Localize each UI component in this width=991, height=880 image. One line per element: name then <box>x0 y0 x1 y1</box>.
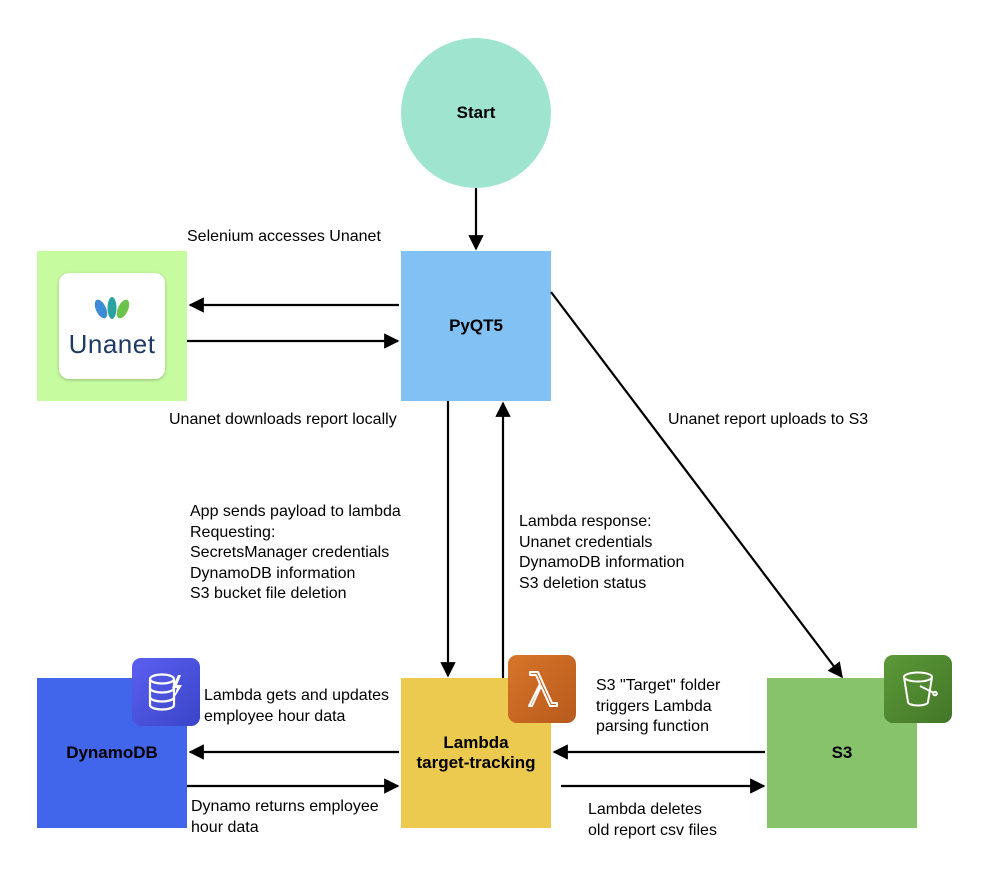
label-selenium: Selenium accesses Unanet <box>187 228 381 245</box>
s3-bucket-icon <box>884 655 952 723</box>
label-s3-trigger-line: parsing function <box>596 718 709 735</box>
label-uploads: Unanet report uploads to S3 <box>668 411 869 428</box>
lambda-label-line2: target-tracking <box>416 753 536 772</box>
label-response-line: S3 deletion status <box>519 574 647 592</box>
label-response-line: Unanet credentials <box>519 533 653 551</box>
label-payload: App sends payload to lambda Requesting: … <box>190 502 401 605</box>
dynamodb-label: DynamoDB <box>66 743 158 762</box>
label-payload-line: DynamoDB information <box>190 564 356 582</box>
label-response-line: Lambda response: <box>519 513 652 530</box>
arrow-pyqt5-to-s3 <box>550 291 843 679</box>
label-lambda-dynamo-line: employee hour data <box>204 707 346 725</box>
label-dynamo-returns-line: Dynamo returns employee <box>191 798 379 815</box>
label-dynamo-returns-line: hour data <box>191 818 259 836</box>
label-response: Lambda response: Unanet credentials Dyna… <box>519 512 684 594</box>
unanet-logo-text: Unanet <box>68 329 156 359</box>
label-s3-trigger-line: triggers Lambda <box>596 697 712 715</box>
label-lambda-dynamo: Lambda gets and updates employee hour da… <box>204 686 389 727</box>
label-lambda-dynamo-line: Lambda gets and updates <box>204 687 390 704</box>
lambda-icon <box>508 655 576 723</box>
label-lambda-deletes-line: Lambda deletes <box>588 801 702 818</box>
label-s3-trigger: S3 "Target" folder triggers Lambda parsi… <box>596 676 720 738</box>
unanet-node: Unanet <box>37 251 187 401</box>
label-payload-line: App sends payload to lambda <box>190 503 401 520</box>
start-label: Start <box>456 103 496 122</box>
label-s3-trigger-line: S3 "Target" folder <box>596 677 721 694</box>
label-lambda-deletes-line: old report csv files <box>588 821 717 839</box>
label-payload-line: S3 bucket file deletion <box>190 585 347 602</box>
start-node: Start <box>401 38 551 188</box>
lambda-label-line1: Lambda <box>443 733 509 752</box>
unanet-logo-icon: Unanet <box>59 273 165 379</box>
label-response-line: DynamoDB information <box>519 554 685 571</box>
label-payload-line: SecretsManager credentials <box>190 544 390 561</box>
label-lambda-deletes: Lambda deletes old report csv files <box>588 800 717 841</box>
label-downloads: Unanet downloads report locally <box>169 411 397 428</box>
pyqt5-label: PyQT5 <box>449 316 503 335</box>
s3-label: S3 <box>831 743 853 762</box>
pyqt5-node: PyQT5 <box>401 251 551 401</box>
dynamodb-icon <box>132 658 200 726</box>
label-payload-line: Requesting: <box>190 523 276 541</box>
label-dynamo-returns: Dynamo returns employee hour data <box>191 797 379 838</box>
dynamodb-node: DynamoDB <box>37 678 187 828</box>
